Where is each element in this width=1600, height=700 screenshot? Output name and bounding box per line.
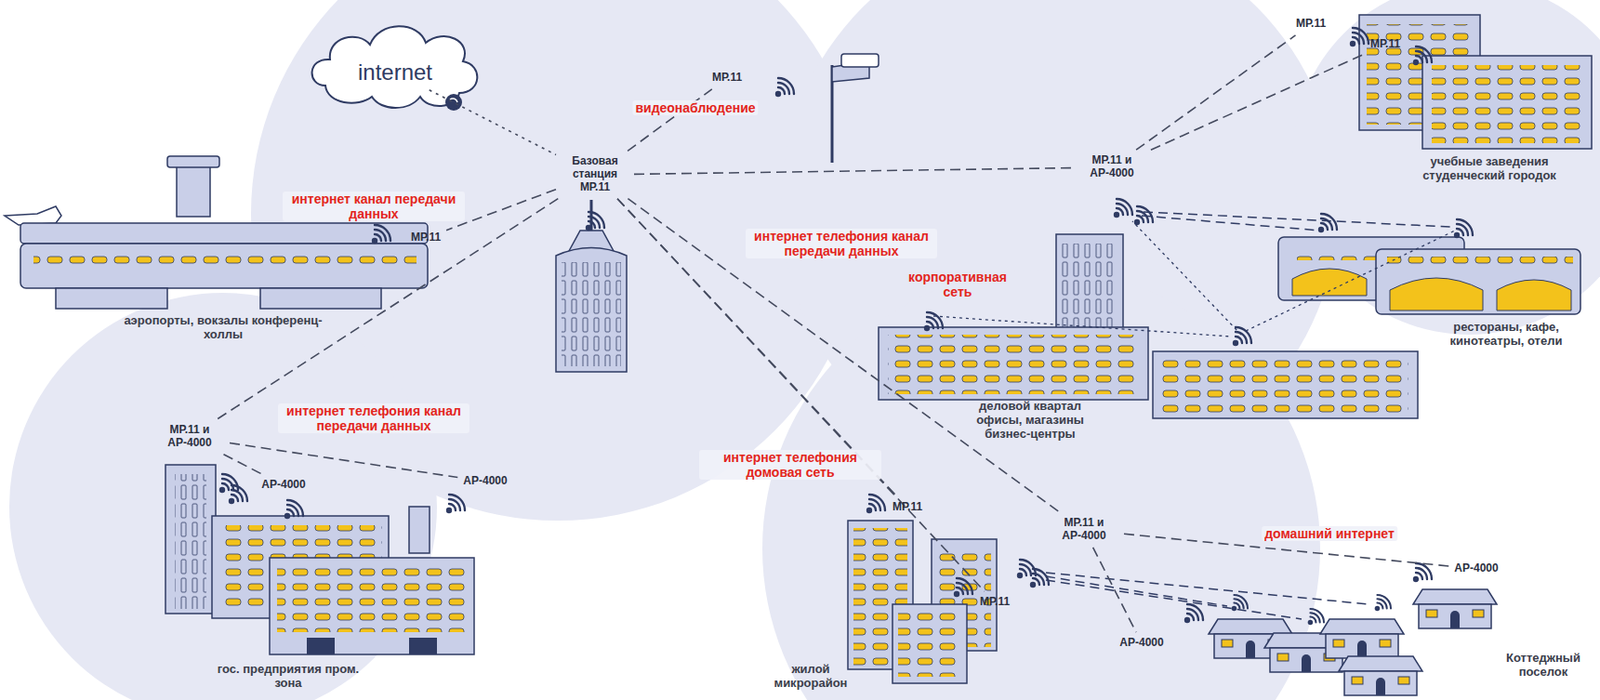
antenna-label: АР-4000 bbox=[1452, 561, 1500, 577]
node-text: АР-4000 bbox=[261, 478, 305, 492]
node-text: АР-4000 bbox=[1454, 562, 1498, 576]
node-text: МР.11 и АР-4000 bbox=[1077, 154, 1147, 181]
edge-label: интернет канал передачи данных bbox=[282, 191, 465, 222]
caption-label: Коттеджный поселок bbox=[1496, 651, 1590, 680]
dashed-link bbox=[1150, 53, 1365, 150]
dashed-link bbox=[1136, 35, 1296, 150]
dashed-link bbox=[216, 198, 558, 421]
node-text: МР.11 bbox=[1370, 38, 1401, 52]
antenna-label: МР.11 bbox=[1294, 16, 1328, 32]
node-text: МР.11 bbox=[1295, 17, 1326, 31]
antenna-label: МР.11 bbox=[890, 500, 925, 516]
node-text: АР-4000 bbox=[462, 475, 507, 489]
edge-label: домашний интернет bbox=[1261, 526, 1398, 542]
dashed-link bbox=[1093, 547, 1137, 633]
dashed-link bbox=[627, 89, 713, 151]
antenna-label: МР.11 bbox=[978, 595, 1012, 610]
internet-cloud: internet bbox=[356, 58, 435, 87]
caption-label: рестораны, кафе, кинотеатры, отели bbox=[1427, 320, 1586, 349]
antenna-label: АР-4000 bbox=[1117, 635, 1165, 651]
antenna-label: МР.11 bbox=[1368, 37, 1402, 53]
edge-label: интернет телефония домовая сеть bbox=[699, 449, 882, 480]
edge-label: интернет телефония канал передачи данных bbox=[745, 228, 938, 259]
antenna-label: МР.11 и АР-4000 bbox=[153, 423, 226, 451]
base-station-label: Базовая станция МР.11 bbox=[559, 154, 631, 195]
caption-label: гос. предприятия пром. зона bbox=[213, 662, 363, 691]
caption-label: учебные заведения студенческий городок bbox=[1396, 155, 1583, 184]
edge-label: интернет телефония канал передачи данных bbox=[277, 403, 470, 434]
antenna-label: МР.11 и АР-4000 bbox=[1047, 515, 1121, 544]
caption-label: аэропорты, вокзалы конференц-холлы bbox=[120, 314, 326, 343]
antenna-label: МР.11 bbox=[409, 230, 443, 246]
node-text: МР.11 bbox=[712, 71, 742, 85]
antenna-label: МР.11 bbox=[710, 70, 744, 86]
node-text: МР.11 и АР-4000 bbox=[1049, 516, 1119, 543]
node-text: АР-4000 bbox=[1119, 636, 1164, 650]
dashed-link bbox=[224, 454, 263, 475]
node-text: internet bbox=[357, 59, 433, 86]
antenna-label: АР-4000 bbox=[259, 477, 307, 493]
node-text: МР.11 bbox=[410, 231, 441, 245]
dashed-link bbox=[429, 90, 556, 156]
node-text: МР.11 bbox=[892, 501, 923, 515]
node-text: МР.11 и АР-4000 bbox=[155, 423, 225, 450]
antenna-label: МР.11 и АР-4000 bbox=[1075, 153, 1149, 182]
node-text: МР.11 bbox=[979, 595, 1010, 609]
dashed-link bbox=[617, 198, 985, 592]
antenna-label: АР-4000 bbox=[461, 474, 509, 490]
caption-label: жилой микрорайон bbox=[764, 662, 858, 691]
dashed-link bbox=[627, 198, 1060, 514]
caption-label: корпоративная сеть bbox=[901, 269, 1014, 300]
dashed-link bbox=[229, 443, 458, 478]
dashed-link bbox=[634, 168, 1072, 175]
edge-label: видеонаблюдение bbox=[632, 100, 758, 116]
caption-label: деловой квартал офисы, магазины бизнес-ц… bbox=[965, 399, 1096, 442]
node-text: Базовая станция МР.11 bbox=[561, 155, 629, 194]
